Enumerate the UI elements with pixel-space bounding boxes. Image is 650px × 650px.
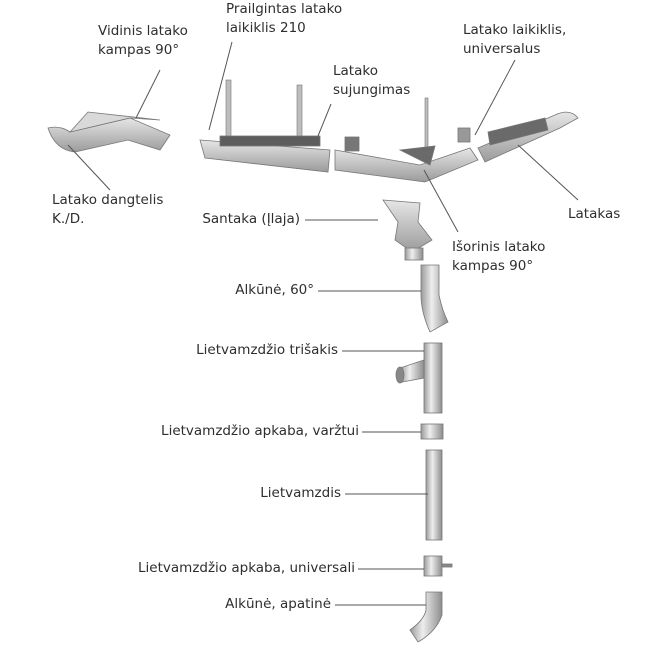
label-outer-corner: Išorinis latako kampas 90° bbox=[452, 238, 545, 276]
label-tee: Lietvamzdžio trišakis bbox=[196, 342, 338, 358]
label-line: sujungimas bbox=[333, 82, 411, 98]
label-line: Latako bbox=[333, 63, 378, 79]
gutter-run bbox=[47, 111, 579, 183]
label-line: Vidinis latako bbox=[98, 23, 188, 39]
label-line: K./D. bbox=[52, 211, 85, 227]
leader-lines bbox=[67, 41, 579, 606]
label-bracket-universal: Lietvamzdžio apkaba, universali bbox=[138, 560, 355, 576]
label-gutter: Latakas bbox=[568, 206, 621, 222]
label-extended-hanger: Prailgintas latako laikiklis 210 bbox=[226, 0, 342, 38]
bracket-bolt-part bbox=[420, 423, 444, 440]
label-line: universalus bbox=[463, 41, 541, 57]
outlet-part bbox=[382, 199, 433, 261]
label-downpipe: Lietvamzdis bbox=[260, 485, 341, 501]
label-universal-hanger: Latako laikiklis, universalus bbox=[463, 21, 566, 59]
bottom-elbow-part bbox=[409, 591, 443, 643]
label-end-cap: Latako dangtelis K./D. bbox=[52, 191, 163, 229]
label-line: Išorinis latako bbox=[452, 239, 546, 255]
elbow-60-part bbox=[420, 264, 449, 333]
label-bottom-elbow: Alkūnė, apatinė bbox=[225, 596, 331, 612]
label-connector: Latako sujungimas bbox=[333, 62, 410, 100]
label-line: Latako dangtelis bbox=[52, 192, 164, 208]
bracket-universal-part bbox=[423, 555, 453, 577]
label-outlet: Santaka (Įlaja) bbox=[202, 211, 300, 227]
label-elbow-60: Alkūnė, 60° bbox=[235, 282, 314, 298]
tee-part bbox=[395, 342, 443, 414]
label-line: laikiklis 210 bbox=[226, 20, 306, 36]
label-line: kampas 90° bbox=[98, 42, 180, 58]
label-bracket-bolt: Lietvamzdžio apkaba, varžtui bbox=[161, 423, 359, 439]
label-line: Prailgintas latako bbox=[226, 1, 343, 17]
label-line: kampas 90° bbox=[452, 258, 534, 274]
label-inner-corner: Vidinis latako kampas 90° bbox=[98, 22, 188, 60]
label-line: Latako laikiklis, bbox=[463, 22, 567, 38]
downpipe-part bbox=[425, 449, 443, 541]
